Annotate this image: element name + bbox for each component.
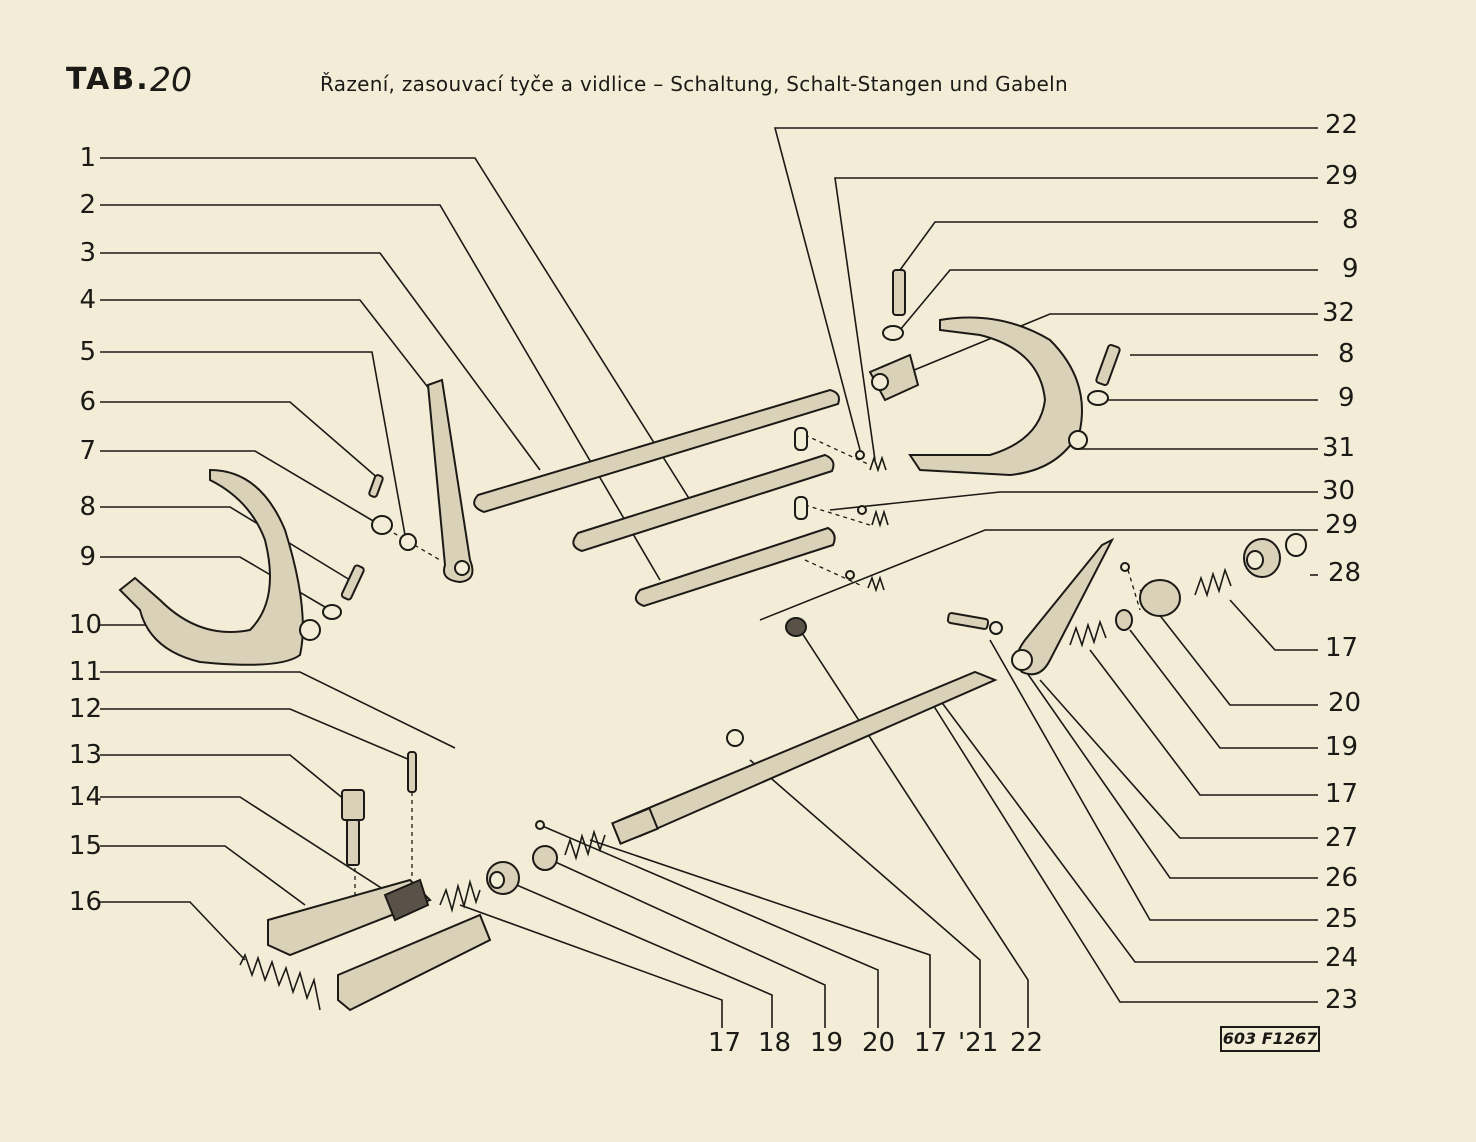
page-title: Řazení, zasouvací tyče a vidlice – Schal… xyxy=(320,72,1068,96)
label-8: 8 xyxy=(79,492,96,522)
right-shift-fork xyxy=(908,316,1088,477)
label-9-right-2: 9 xyxy=(1338,383,1355,413)
label-17-bottom: 17 xyxy=(708,1028,742,1058)
label-10: 10 xyxy=(68,610,102,640)
label-32: 32 xyxy=(1322,298,1356,328)
label-17-bottom-2: 17 xyxy=(914,1028,948,1058)
label-19-bottom: 19 xyxy=(810,1028,844,1058)
bushings xyxy=(486,533,1307,895)
shift-lever xyxy=(426,378,474,584)
label-28: 28 xyxy=(1328,558,1362,588)
label-1: 1 xyxy=(79,143,96,173)
label-22-bottom: 22 xyxy=(1010,1028,1044,1058)
label-12: 12 xyxy=(68,694,102,724)
label-14: 14 xyxy=(68,782,102,812)
detent-blocks xyxy=(267,878,492,1012)
main-shaft xyxy=(611,670,998,845)
leader-lines-bottom xyxy=(459,629,1029,1028)
label-5: 5 xyxy=(79,337,96,367)
left-shift-fork xyxy=(118,468,321,666)
label-9-right: 9 xyxy=(1342,254,1359,284)
springs xyxy=(239,455,1232,1011)
label-8-right-2: 8 xyxy=(1338,339,1355,369)
label-8-right: 8 xyxy=(1342,205,1359,235)
label-13: 13 xyxy=(68,740,102,770)
small-parts xyxy=(322,269,1130,866)
label-20-bottom: 20 xyxy=(862,1028,896,1058)
label-18: 18 xyxy=(758,1028,792,1058)
label-17-right-2: 17 xyxy=(1325,779,1359,809)
leader-lines-left xyxy=(100,157,691,961)
table-number: 20 xyxy=(150,60,192,99)
label-7: 7 xyxy=(79,436,96,466)
drawing-code-stamp: 603 F1267 xyxy=(1220,1026,1320,1052)
label-24: 24 xyxy=(1325,943,1359,973)
label-23: 23 xyxy=(1325,985,1359,1015)
leader-lines-right xyxy=(759,127,1318,1003)
label-16: 16 xyxy=(68,887,102,917)
label-3: 3 xyxy=(79,238,96,268)
label-25: 25 xyxy=(1325,904,1359,934)
label-11: 11 xyxy=(68,657,102,687)
selector-rods xyxy=(473,388,840,608)
label-9: 9 xyxy=(79,542,96,572)
label-2: 2 xyxy=(79,190,96,220)
label-20-right: 20 xyxy=(1328,688,1362,718)
label-26: 26 xyxy=(1325,863,1359,893)
label-4: 4 xyxy=(79,285,96,315)
table-label: TAB. xyxy=(66,62,150,97)
selector-lever xyxy=(946,537,1115,676)
label-27: 27 xyxy=(1325,823,1359,853)
label-21: '21 xyxy=(958,1028,999,1058)
label-31: 31 xyxy=(1322,433,1356,463)
label-22: 22 xyxy=(1325,110,1359,140)
label-29-b: 29 xyxy=(1325,510,1359,540)
label-19-right: 19 xyxy=(1325,732,1359,762)
label-6: 6 xyxy=(79,387,96,417)
label-29: 29 xyxy=(1325,161,1359,191)
label-17-right: 17 xyxy=(1325,633,1359,663)
label-30: 30 xyxy=(1322,476,1356,506)
label-15: 15 xyxy=(68,831,102,861)
